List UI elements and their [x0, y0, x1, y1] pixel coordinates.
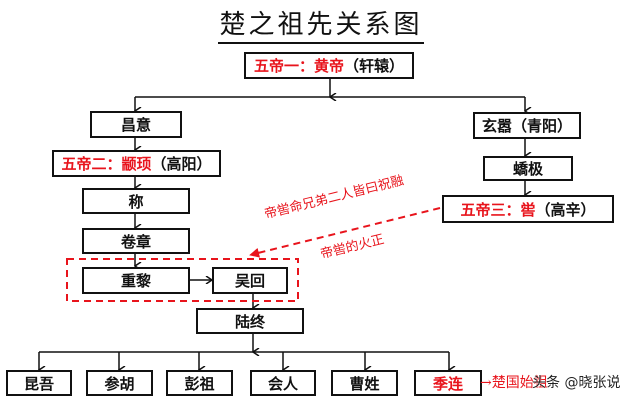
node-huangdi-title: 五帝一：黄帝: [253, 57, 344, 75]
watermark: 头条 @晓张说: [532, 375, 621, 391]
node-huangdi: 五帝一：黄帝（轩辕）: [244, 52, 414, 79]
node-zhuanxu-title: 五帝二：颛顼: [61, 155, 152, 173]
node-juanzhang: 卷章: [82, 228, 190, 254]
node-zhuanxu-alias: （高阳）: [151, 155, 212, 173]
node-jiaoji: 蟜极: [483, 156, 573, 181]
child-label: 昆吾: [23, 374, 54, 393]
child-node: 会人: [250, 370, 316, 396]
node-chongli: 重黎: [82, 267, 190, 294]
child-node: 曹姓: [331, 370, 398, 396]
child-node: 彭祖: [166, 370, 233, 396]
node-xuanxiao: 玄嚣（青阳）: [473, 112, 581, 139]
node-cheng-label: 称: [128, 192, 144, 211]
node-changyi: 昌意: [90, 111, 182, 138]
annotation-trail: →楚国始祖: [480, 375, 548, 391]
node-ku: 五帝三：喾（高辛）: [442, 195, 614, 223]
node-chongli-label: 重黎: [120, 272, 151, 290]
child-label: 会人: [267, 374, 298, 393]
node-cheng: 称: [82, 188, 190, 214]
node-ku-title: 五帝三：喾: [460, 200, 536, 219]
diagram-title: 楚之祖先关系图: [218, 10, 424, 44]
node-huangdi-alias: （轩辕）: [344, 57, 405, 75]
child-node-jilian: 季连: [414, 370, 482, 396]
node-wuhui-label: 吴回: [234, 272, 265, 290]
node-xuanxiao-label: 玄嚣（青阳）: [481, 117, 572, 135]
node-luzhong-label: 陆终: [234, 312, 265, 331]
child-label: 曹姓: [349, 374, 380, 393]
node-changyi-label: 昌意: [120, 116, 151, 134]
node-luzhong: 陆终: [196, 308, 304, 334]
node-ku-alias: （高辛）: [535, 200, 596, 219]
annotation-arrow: [249, 207, 441, 258]
child-node: 昆吾: [6, 370, 72, 396]
child-label: 参胡: [104, 374, 135, 393]
node-jiaoji-label: 蟜极: [512, 160, 543, 178]
child-label: 季连: [432, 374, 463, 393]
node-juanzhang-label: 卷章: [120, 232, 151, 251]
child-label: 彭祖: [184, 374, 215, 393]
child-node: 参胡: [86, 370, 153, 396]
highlight-dashed-box: [66, 258, 299, 302]
node-zhuanxu: 五帝二：颛顼（高阳）: [52, 150, 221, 177]
node-wuhui: 吴回: [212, 267, 288, 294]
